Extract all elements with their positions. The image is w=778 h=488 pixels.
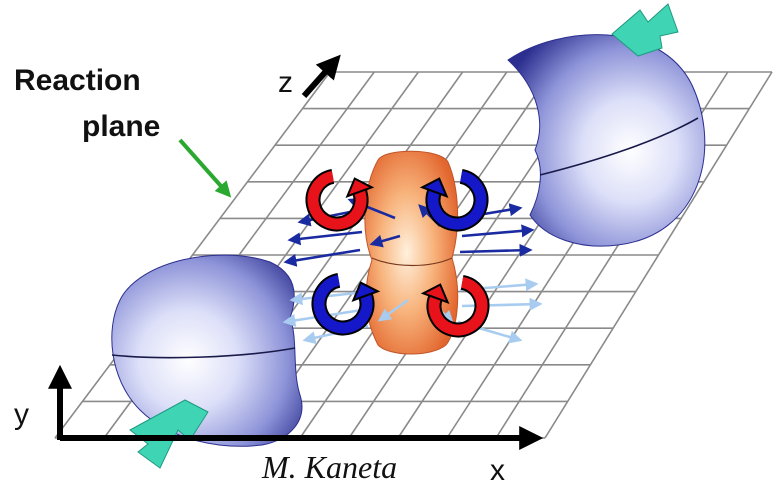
momentum-arrow-upper [611,3,679,57]
flow-arrow-light [461,297,543,311]
reaction-plane-label-line2: plane [82,110,160,143]
reaction-plane-label-line1: Reaction [14,64,141,97]
momentum-arrow-lower [129,399,209,469]
vortex-arc [427,170,487,230]
flow-arrow-dark [461,224,535,238]
vortex-arrowhead [420,283,450,304]
flow-arrow-light [377,298,409,322]
vortex-red-upper-left-icon [305,168,375,232]
vortex-arc [313,274,373,334]
vortex-arc [428,276,488,336]
flow-arrow-dark [369,234,401,248]
flow-arrow-dark [287,230,363,246]
axis-z-label: z [278,66,293,99]
vortex-blue-lower-left-icon [311,272,381,336]
vortex-blue-upper-right-icon [419,168,489,232]
flow-arrow-dark [459,243,533,257]
vortex-arc [307,170,367,230]
vortex-red-lower-right-icon [420,274,490,338]
vortex-arrowhead [345,177,375,198]
axis-y-label: y [14,398,29,431]
axis-z-arrow [301,54,341,98]
upper-right-nucleus [507,34,706,247]
flow-arrow-dark [283,248,361,267]
vortex-arrowhead [351,281,381,302]
axis-x-label: x [490,454,505,487]
lower-left-nucleus [111,254,303,447]
vortex-arrowhead [419,177,449,198]
reaction-plane-pointer-arrow [178,138,232,198]
author-credit: M. Kaneta [261,449,397,485]
vortex-group [305,168,490,338]
